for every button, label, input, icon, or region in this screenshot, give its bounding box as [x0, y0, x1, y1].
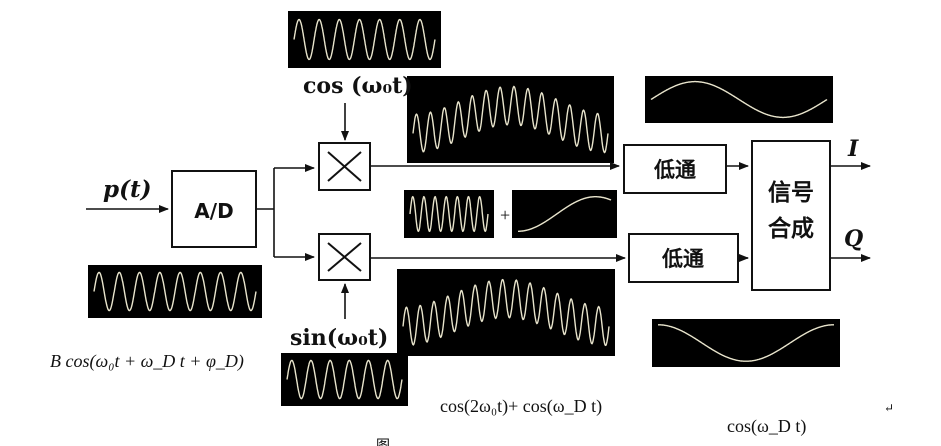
baseband-expression: cos(ω_D t)	[727, 416, 806, 437]
trace-mixer-bottom-output	[402, 278, 610, 347]
synth-label-line1: 信号	[768, 179, 814, 206]
scope-panel-mixer-top-output	[407, 76, 614, 163]
signal-synthesis-block: 信号 合成	[751, 140, 831, 291]
signal-lines	[86, 103, 871, 319]
input-expression: B cos(ω₀t + ω_D t + φ_D)	[50, 351, 244, 372]
ad-converter-block: A/D	[171, 170, 257, 248]
scope-panel-doppler	[512, 190, 617, 238]
lowpass-top-label: 低通	[653, 158, 696, 182]
ad-label: A/D	[194, 199, 233, 223]
scope-panel-cos-reference	[288, 11, 441, 68]
cos-reference-label: cos (ω₀t)	[303, 73, 413, 99]
lowpass-filter-top: 低通	[623, 144, 727, 194]
synth-label-line2: 合成	[768, 215, 814, 242]
plus-sign: +	[500, 205, 510, 225]
trace-sin-reference	[286, 359, 403, 400]
sin-reference-label: sin(ω₀t)	[290, 325, 388, 351]
mixer-bottom	[318, 233, 371, 281]
mixer-top	[318, 142, 371, 191]
scope-panel-lowpass-bottom-output	[652, 319, 840, 367]
mixer-output-expression: cos(2ω₀t)+ cos(ω_D t)	[440, 396, 602, 417]
scope-panel-mixer-bottom-output	[397, 269, 615, 356]
trace-input-signal	[93, 271, 257, 312]
scope-panel-input-signal	[88, 265, 262, 318]
input-signal-label: p(t)	[103, 176, 151, 203]
figure-caption-fragment: 图	[376, 439, 390, 446]
trace-mixer-top-output	[412, 85, 609, 154]
trace-double-frequency	[409, 195, 489, 233]
output-i-label: I	[847, 136, 859, 162]
scope-panel-sin-reference	[281, 353, 408, 406]
scope-panel-double-frequency	[404, 190, 494, 238]
scope-panel-lowpass-top-output	[645, 76, 833, 123]
trace-lowpass-top-output	[650, 80, 828, 119]
lowpass-bottom-label: 低通	[661, 247, 704, 271]
output-q-label: Q	[844, 226, 863, 252]
trace-cos-reference	[293, 18, 436, 61]
trace-lowpass-bottom-output	[658, 324, 834, 362]
trace-doppler	[518, 196, 612, 232]
paragraph-mark: ↵	[884, 401, 894, 415]
lowpass-filter-bottom: 低通	[628, 233, 739, 283]
